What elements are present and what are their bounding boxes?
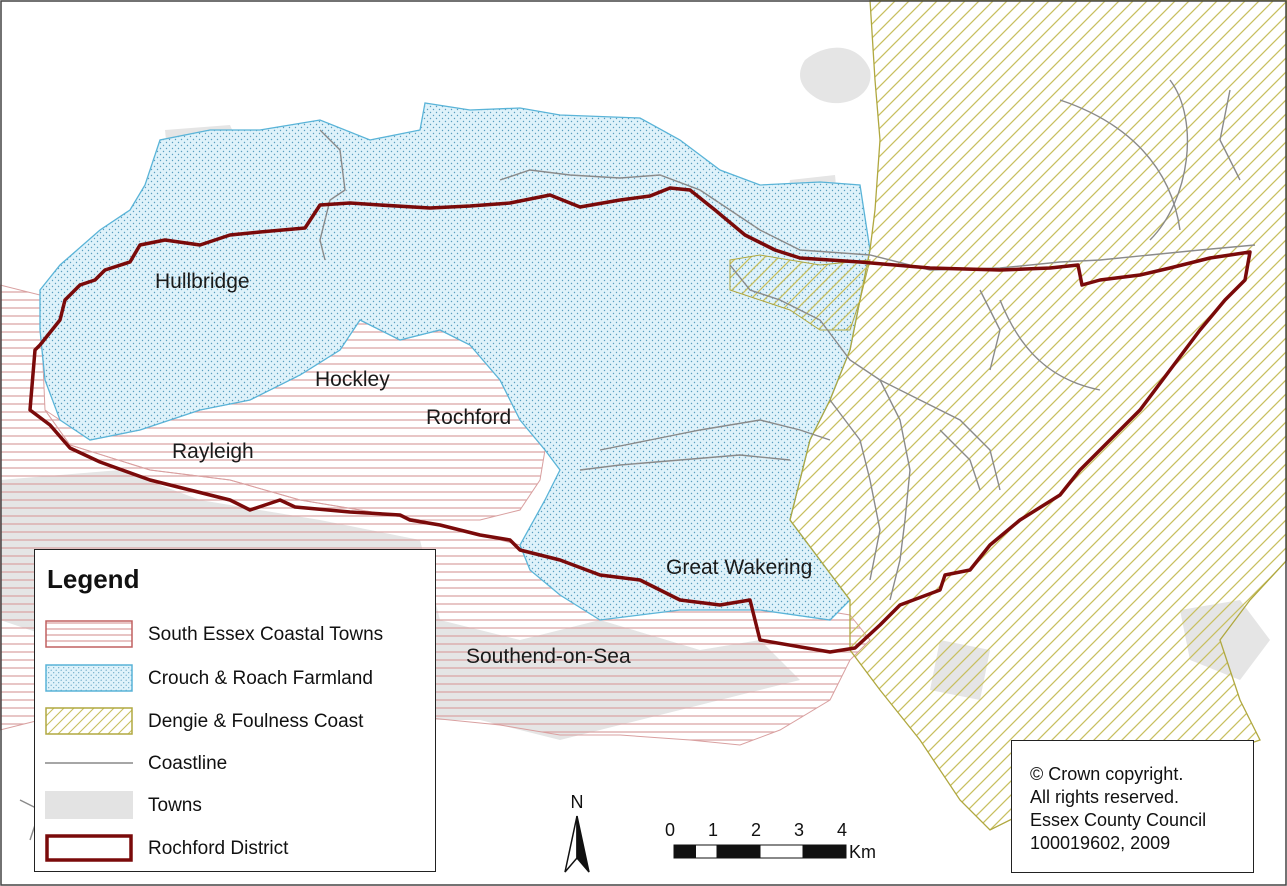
place-label-rayleigh: Rayleigh	[172, 440, 254, 463]
scale-unit-label: Km	[849, 842, 876, 862]
horizontal-hatch-swatch-icon	[45, 620, 133, 648]
legend-panel: Legend South Essex Coastal Towns Crouch …	[34, 549, 436, 872]
place-label-hullbridge: Hullbridge	[155, 270, 250, 293]
copyright-line: 100019602, 2009	[1030, 833, 1171, 853]
copyright-line: © Crown copyright.	[1030, 764, 1184, 784]
north-arrow-icon: N	[564, 792, 590, 873]
legend-label: Coastline	[148, 753, 228, 774]
place-label-hockley: Hockley	[315, 368, 390, 391]
legend-label: Crouch & Roach Farmland	[148, 668, 373, 689]
legend-item-farmland: Crouch & Roach Farmland	[45, 660, 425, 696]
scale-tick-label: 0	[665, 820, 675, 840]
legend-item-dengie: Dengie & Foulness Coast	[45, 703, 425, 739]
legend-item-towns: Towns	[45, 787, 425, 823]
scale-tick-label: 4	[837, 820, 847, 840]
place-label-great-wakering: Great Wakering	[666, 556, 812, 579]
legend-title: Legend	[47, 564, 140, 594]
grey-fill-swatch-icon	[45, 791, 133, 819]
thin-line-swatch-icon	[45, 762, 133, 764]
dengie-foulness-coast-area	[729, 0, 1287, 831]
legend-label: Towns	[148, 795, 202, 816]
rochford-district-boundary	[28, 186, 1252, 654]
legend-item-coastline: Coastline	[45, 745, 425, 781]
legend-item-coastal-towns: South Essex Coastal Towns	[45, 616, 425, 652]
diagonal-hatch-swatch-icon	[45, 707, 133, 735]
north-label: N	[571, 792, 584, 812]
legend-item-district: Rochford District	[45, 830, 425, 866]
scale-tick-label: 3	[794, 820, 804, 840]
scale-tick-label: 1	[708, 820, 718, 840]
place-label-southend: Southend-on-Sea	[466, 645, 631, 668]
copyright-box: © Crown copyright. All rights reserved. …	[1011, 740, 1254, 873]
legend-label: Rochford District	[148, 838, 289, 859]
dotted-swatch-icon	[45, 664, 133, 692]
coastline-layer	[19, 79, 1256, 841]
scale-tick-label: 2	[751, 820, 761, 840]
place-label-rochford: Rochford	[426, 406, 511, 429]
copyright-line: All rights reserved.	[1030, 787, 1180, 807]
scale-bar: 0 1 2 3 4 Km	[665, 820, 876, 862]
legend-label: South Essex Coastal Towns	[148, 624, 384, 645]
copyright-line: Essex County Council	[1030, 810, 1207, 830]
thick-outline-swatch-icon	[45, 834, 133, 862]
legend-label: Dengie & Foulness Coast	[148, 711, 364, 732]
